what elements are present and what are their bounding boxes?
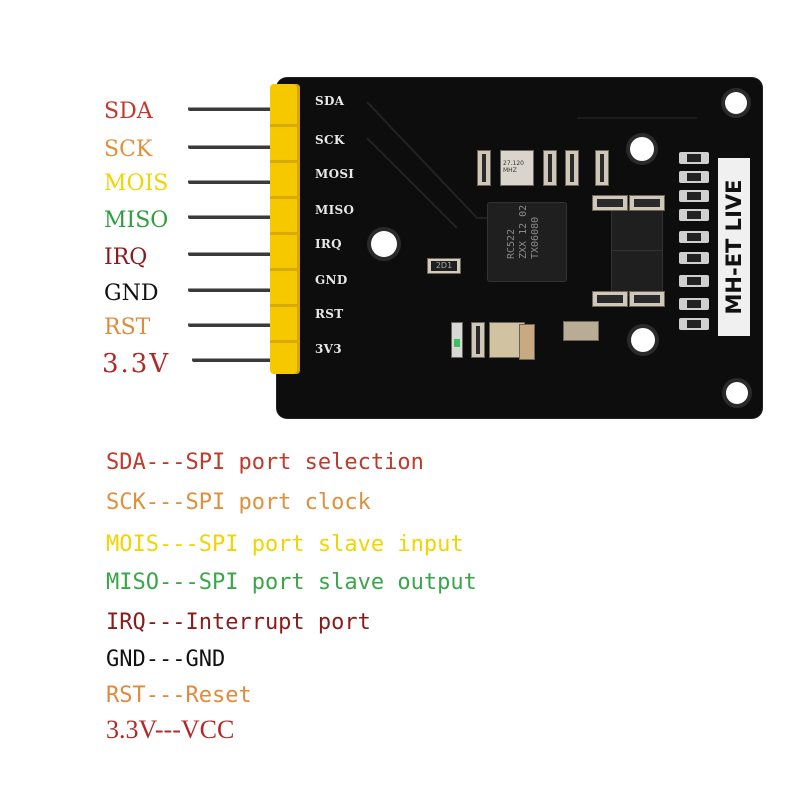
silk-sck: SCK	[315, 133, 345, 147]
capacitor	[592, 195, 628, 211]
capacitor	[629, 195, 665, 211]
led-indicator	[454, 339, 460, 347]
resistor: 2D1	[427, 258, 461, 274]
silk-irq: IRQ	[315, 237, 342, 251]
header-pin	[188, 180, 284, 184]
silk-miso: MISO	[315, 203, 355, 217]
smd-pad	[679, 152, 709, 164]
brand-text: MH-ET LIVE	[722, 179, 746, 315]
header-pin	[188, 215, 284, 219]
mount-hole	[726, 382, 748, 404]
ic-line: RC522	[506, 228, 517, 259]
mount-hole	[371, 231, 397, 257]
rc522-ic: RC522 ZXX 12 02 TX06080	[487, 202, 567, 282]
description-3v3: 3.3V---VCC	[106, 715, 235, 744]
description-irq: IRQ---Interrupt port	[106, 610, 371, 635]
ic-marking: RC522 ZXX 12 02 TX06080	[506, 205, 542, 259]
capacitor	[471, 322, 485, 358]
brand-label: MH-ET LIVE	[718, 158, 750, 336]
silk-gnd: GND	[315, 273, 348, 287]
capacitor	[563, 321, 599, 341]
smd-pad	[679, 190, 709, 202]
header-divider	[270, 160, 300, 163]
description-rst: RST---Reset	[106, 683, 252, 708]
smd-pad	[679, 298, 709, 310]
smd-pad	[679, 252, 709, 264]
inductor	[611, 250, 663, 296]
smd-pad	[679, 231, 709, 243]
capacitor	[543, 150, 557, 186]
silk-mosi: MOSI	[315, 167, 355, 181]
pcb-traces	[366, 101, 697, 229]
header-pin	[192, 358, 284, 362]
description-miso: MISO---SPI port slave output	[106, 570, 477, 595]
capacitor	[477, 150, 491, 186]
capacitor	[595, 150, 609, 186]
capacitor	[629, 291, 665, 307]
capacitor	[519, 324, 535, 360]
header-divider	[270, 340, 300, 343]
crystal-label: 27.120 MHZ	[503, 160, 524, 174]
capacitor	[592, 291, 628, 307]
capacitor	[565, 150, 579, 186]
pin-label-mois: MOIS	[104, 171, 169, 196]
crystal-line: MHZ	[503, 167, 517, 174]
silk-sda: SDA	[315, 94, 345, 108]
rfid-board: SDA SCK MOSI MISO IRQ GND RST 3V3 27.120…	[277, 78, 762, 418]
crystal-line: 27.120	[503, 160, 524, 167]
description-mois: MOIS---SPI port slave input	[106, 532, 464, 557]
crystal: 27.120 MHZ	[500, 150, 534, 186]
smd-pad	[679, 171, 709, 183]
pin-header	[270, 84, 300, 374]
description-sck: SCK---SPI port clock	[106, 490, 371, 515]
led	[451, 322, 463, 358]
ic-line: ZXX 12 02	[518, 204, 529, 259]
header-pin	[188, 323, 284, 327]
ic-line: TX06080	[530, 216, 541, 259]
header-pin	[188, 288, 284, 292]
pin-label-gnd: GND	[104, 281, 159, 306]
pin-label-sck: SCK	[104, 137, 153, 162]
header-divider	[270, 124, 300, 127]
pin-label-3v3: 3.3V	[102, 349, 171, 379]
mount-hole	[630, 137, 654, 161]
silk-3v3: 3V3	[315, 342, 342, 356]
description-gnd: GND---GND	[106, 647, 226, 672]
smd-pad	[679, 209, 709, 221]
header-divider	[270, 196, 300, 199]
mount-hole	[725, 92, 747, 114]
pin-label-sda: SDA	[104, 99, 153, 124]
resistor-label: 2D1	[431, 261, 457, 271]
smd-pad	[679, 275, 709, 287]
header-divider	[270, 232, 300, 235]
header-pin	[188, 145, 284, 149]
header-divider	[270, 268, 300, 271]
pin-label-irq: IRQ	[104, 245, 148, 270]
header-pin	[188, 252, 284, 256]
mount-hole	[631, 328, 655, 352]
smd-pad	[679, 318, 709, 330]
inductor	[611, 206, 663, 252]
silk-rst: RST	[315, 307, 344, 321]
pin-label-rst: RST	[104, 315, 151, 340]
header-divider	[270, 304, 300, 307]
header-pin	[188, 107, 284, 111]
description-sda: SDA---SPI port selection	[106, 450, 424, 475]
pin-label-miso: MISO	[104, 208, 169, 233]
